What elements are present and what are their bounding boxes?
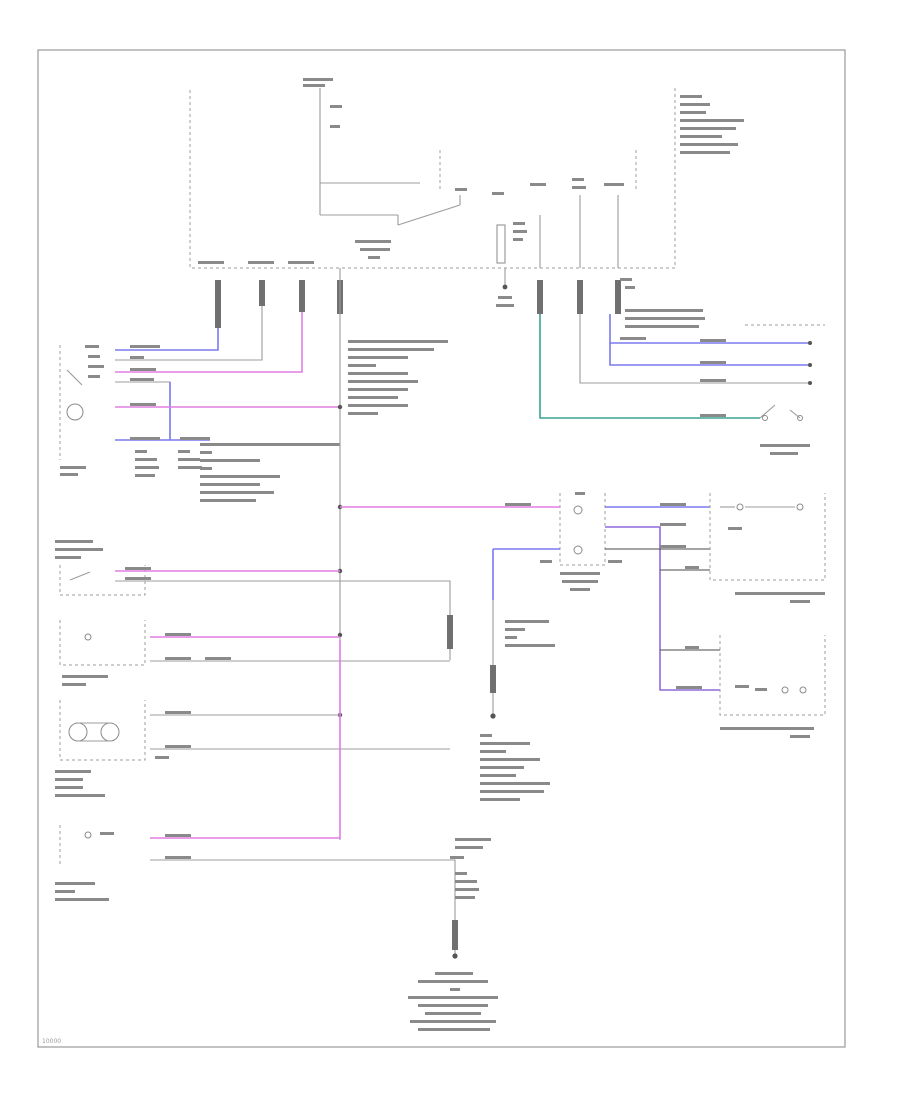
traction-control-switch (59, 620, 146, 686)
fuse-element (496, 224, 506, 264)
smart-junction-box (189, 78, 744, 269)
diagram-frame (37, 49, 846, 1048)
clockspring (540, 492, 622, 591)
headlamp-switch (59, 345, 104, 476)
diagram-code: 10000 (42, 1038, 61, 1045)
left-speed-control-switch (55, 825, 114, 901)
cluster-control-module (55, 700, 146, 797)
left-steering-wheel-switch (709, 493, 826, 603)
clutch-pedal-switch (745, 324, 825, 455)
right-steering-wheel-switch (719, 635, 826, 738)
brake-pedal-position-switch (55, 540, 146, 596)
